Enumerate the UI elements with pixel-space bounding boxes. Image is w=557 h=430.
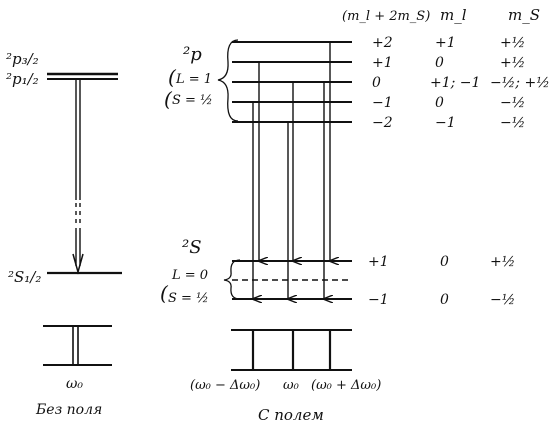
cell-mtot: +1 bbox=[372, 55, 393, 71]
freq-plus: (ω₀ + Δω₀) bbox=[311, 378, 381, 393]
label-p-S: S = ½ bbox=[172, 93, 213, 108]
svg-text:(: ( bbox=[160, 281, 169, 305]
transitions bbox=[253, 42, 330, 299]
label-p12: ²p₁/₂ bbox=[6, 70, 39, 88]
label-term-s: ²S bbox=[182, 237, 202, 258]
label-p-L: L = 1 bbox=[175, 72, 212, 87]
cell-mtot: −1 bbox=[368, 292, 389, 308]
cell-ms: −½ bbox=[500, 115, 525, 131]
p-sublevels bbox=[232, 41, 352, 123]
cell-ml: 0 bbox=[435, 55, 444, 71]
label-s-L: L = 0 bbox=[171, 268, 208, 283]
quantum-number-table: +2 +1 +½ +1 0 +½ 0 +1; −1 −½; +½ −1 0 −½ −2 −1 −½ +1 0 +½… bbox=[368, 35, 550, 308]
with-field-diagram: ²p ( L = 1 ( S = ½ ²S L = 0 ( S = ½ (ω₀ … bbox=[160, 39, 381, 424]
svg-text:(: ( bbox=[168, 65, 177, 89]
header-ml: m_l bbox=[440, 6, 467, 24]
cell-mtot: 0 bbox=[372, 75, 381, 91]
header-mtot: (m_l + 2m_S) bbox=[342, 9, 430, 24]
arrowhead-left bbox=[72, 253, 84, 275]
cell-mtot: −1 bbox=[372, 95, 393, 111]
label-term-p: ²p bbox=[183, 44, 202, 65]
table-row: +2 +1 +½ bbox=[372, 35, 525, 51]
freq-center: ω₀ bbox=[283, 378, 300, 393]
cell-ml: +1 bbox=[435, 35, 456, 51]
cell-ml: 0 bbox=[440, 254, 449, 270]
cell-ms: +½ bbox=[500, 55, 525, 71]
brace-p bbox=[217, 39, 239, 122]
caption-right: С полем bbox=[258, 406, 324, 424]
table-row: −2 −1 −½ bbox=[372, 115, 525, 131]
header-ms: m_S bbox=[508, 6, 540, 24]
cell-ml: 0 bbox=[435, 95, 444, 111]
table-row: −1 0 −½ bbox=[368, 292, 515, 308]
no-field-diagram: ²p₃/₂ ²p₁/₂ ²S₁/₂ ω₀ Без поля bbox=[6, 50, 122, 418]
cell-ms: −½ bbox=[490, 292, 515, 308]
freq-minus: (ω₀ − Δω₀) bbox=[190, 378, 260, 393]
table-row: +1 0 +½ bbox=[368, 254, 515, 270]
cell-ml: 0 bbox=[440, 292, 449, 308]
brace-s bbox=[223, 259, 241, 300]
cell-ml: +1; −1 bbox=[430, 75, 480, 91]
label-p32: ²p₃/₂ bbox=[6, 50, 39, 68]
table-row: −1 0 −½ bbox=[372, 95, 525, 111]
cell-mtot: +2 bbox=[372, 35, 393, 51]
label-s-S: S = ½ bbox=[168, 291, 209, 306]
cell-ms: +½ bbox=[490, 254, 515, 270]
freq-left: ω₀ bbox=[66, 376, 83, 392]
svg-text:(: ( bbox=[164, 87, 173, 111]
label-s12: ²S₁/₂ bbox=[8, 268, 41, 286]
cell-ml: −1 bbox=[435, 115, 456, 131]
table-row: +1 0 +½ bbox=[372, 55, 525, 71]
cell-mtot: +1 bbox=[368, 254, 389, 270]
cell-ms: −½ bbox=[500, 95, 525, 111]
table-row: 0 +1; −1 −½; +½ bbox=[372, 75, 550, 91]
caption-left: Без поля bbox=[35, 402, 102, 418]
cell-ms: +½ bbox=[500, 35, 525, 51]
cell-mtot: −2 bbox=[372, 115, 393, 131]
cell-ms: −½; +½ bbox=[490, 75, 550, 91]
